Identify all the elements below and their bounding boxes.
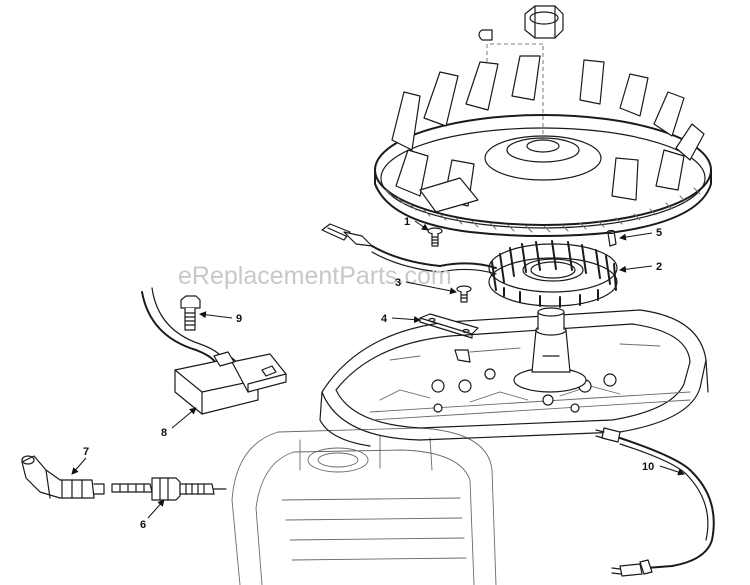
callout-number: 1 (404, 216, 410, 228)
callout-number: 6 (140, 519, 146, 531)
plate-screw (456, 285, 472, 303)
callout-9: 9 (199, 311, 242, 325)
callout-number: 3 (395, 277, 401, 289)
callout-8: 8 (161, 407, 197, 439)
callout-10: 10 (642, 461, 685, 476)
dowel-pin (606, 229, 617, 247)
callout-5: 5 (619, 227, 662, 241)
callout-4: 4 (381, 313, 421, 325)
flywheel-nut (478, 5, 564, 140)
watermark-text: eReplacementParts.com (178, 262, 452, 290)
callout-number: 5 (656, 227, 662, 239)
callout-1: 1 (404, 216, 429, 231)
callout-7: 7 (71, 446, 89, 475)
flywheel (374, 55, 712, 237)
callout-number: 2 (656, 261, 662, 273)
engine-block (231, 427, 497, 585)
spark-plug (111, 477, 227, 501)
callout-2: 2 (619, 261, 662, 273)
callout-6: 6 (140, 499, 165, 531)
callout-number: 4 (381, 313, 388, 325)
crankshaft (513, 307, 587, 393)
stator-screw (427, 227, 443, 247)
stator (488, 240, 618, 308)
ground-wire (595, 427, 715, 577)
callout-number: 8 (161, 427, 167, 439)
coil-bolt (180, 295, 201, 331)
callout-number: 10 (642, 461, 654, 473)
callout-3: 3 (395, 277, 457, 295)
callout-number: 9 (236, 313, 242, 325)
stator-lead (321, 223, 497, 275)
spark-plug-boot (21, 455, 105, 499)
ignition-coil (141, 287, 287, 415)
callout-number: 7 (83, 446, 89, 458)
